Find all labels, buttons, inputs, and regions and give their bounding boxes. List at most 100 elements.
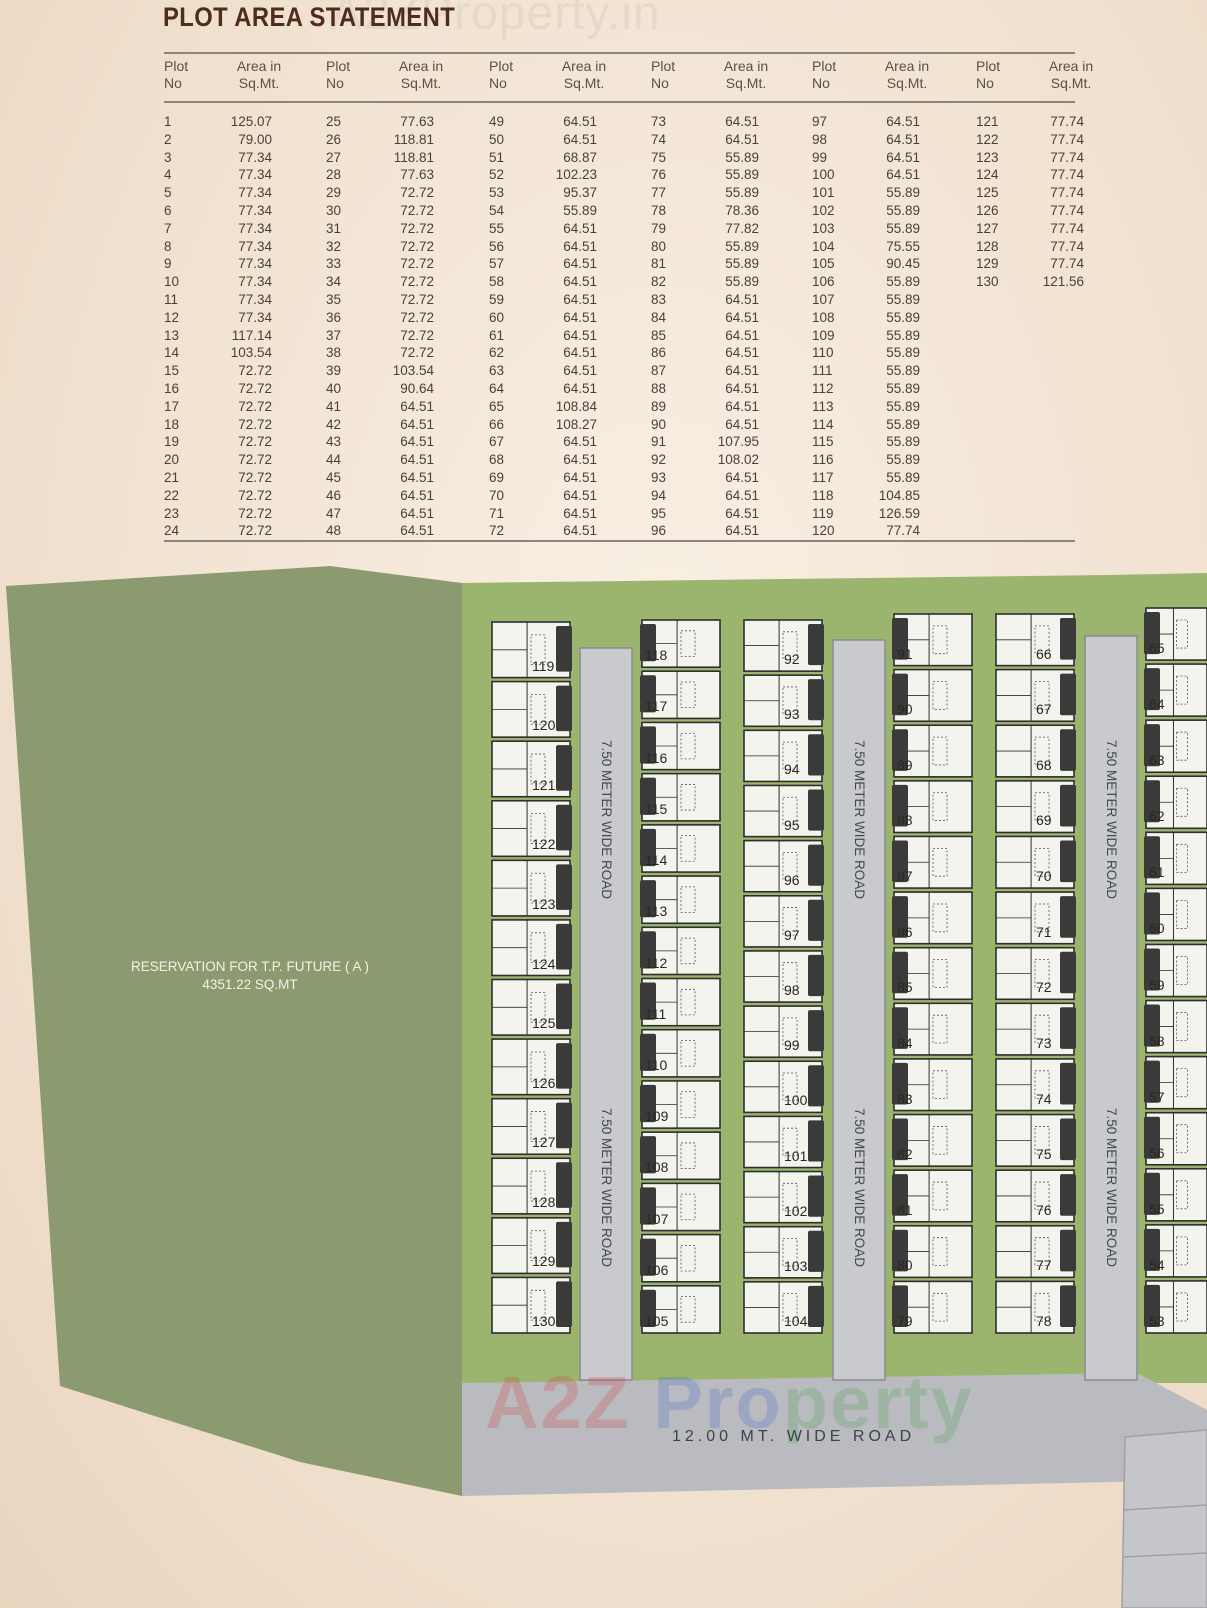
plot-number: 25: [326, 114, 342, 129]
plot-area: 77.74: [886, 523, 920, 539]
plot-label: 96: [784, 871, 800, 888]
plot-number: 93: [651, 469, 667, 485]
plot-number: 62: [489, 345, 505, 361]
plot-number: 76: [651, 167, 667, 183]
parking-car-icon: [808, 1120, 824, 1162]
plot-number: 77: [651, 185, 667, 201]
plot-unit: [1144, 831, 1207, 886]
parking-car-icon: [1060, 896, 1076, 938]
plot-area: 64.51: [400, 523, 434, 539]
plot-label: 59: [1149, 976, 1165, 993]
plot-number: 3: [164, 149, 172, 165]
plot-label: 113: [645, 903, 668, 920]
staircase-icon: [782, 852, 798, 881]
staircase-icon: [932, 1292, 948, 1322]
plot-area: 64.51: [725, 309, 759, 325]
table-bottom-rule: [164, 540, 1075, 542]
plot-number: 105: [812, 256, 835, 272]
area-header-line: Area in: [398, 58, 444, 74]
plot-area: 72.72: [238, 416, 272, 432]
plot-label: 65: [1149, 640, 1165, 657]
plot-area: 64.51: [400, 434, 434, 450]
plot-number: 96: [651, 523, 667, 539]
plot-number: 78: [651, 202, 667, 218]
plot-label: 101: [784, 1147, 808, 1164]
plot-area: 103.54: [230, 345, 272, 361]
plot-area: 55.89: [886, 202, 920, 218]
staircase-icon: [932, 1126, 948, 1155]
plot-label: 73: [1036, 1034, 1052, 1051]
page-title: PLOT AREA STATEMENT: [163, 2, 456, 32]
plot-unit: [640, 721, 721, 771]
plot-number: 53: [489, 185, 505, 201]
plot-number: 127: [976, 220, 999, 236]
plot-area: 55.89: [886, 220, 920, 236]
plot-area: 64.51: [725, 380, 759, 396]
plot-number: 117: [812, 469, 834, 485]
plot-number: 75: [651, 149, 667, 165]
staircase-icon: [1034, 1014, 1050, 1044]
staircase-icon: [1034, 1292, 1050, 1322]
staircase-icon: [530, 1289, 546, 1321]
staircase-icon: [1034, 847, 1050, 877]
plot-unit: [995, 835, 1076, 889]
plot-area: 72.72: [400, 202, 434, 218]
parking-car-icon: [556, 685, 572, 732]
plot-area: 55.89: [886, 434, 920, 450]
plot-number: 115: [812, 434, 834, 450]
inner-road-1-label-bottom: 7.50 METER WIDE ROAD: [599, 1108, 614, 1268]
plot-unit: [640, 1131, 721, 1181]
plot-label: 74: [1036, 1090, 1052, 1107]
plot-label: 57: [1149, 1088, 1165, 1105]
plot-label: 77: [1036, 1257, 1052, 1274]
plot-number: 73: [651, 114, 667, 129]
staircase-icon: [782, 1293, 798, 1322]
plot-area: 64.51: [886, 149, 920, 165]
plot-number: 27: [326, 149, 342, 165]
parking-car-icon: [1144, 780, 1160, 823]
inner-road-2-label-bottom: 7.50 METER WIDE ROAD: [852, 1108, 867, 1268]
plot-area: 64.51: [563, 363, 597, 379]
plot-area: 72.72: [400, 291, 434, 307]
parking-car-icon: [808, 1010, 824, 1052]
plot-unit: [1144, 719, 1207, 774]
plot-unit: [743, 619, 824, 672]
plot-area: 72.72: [238, 505, 272, 521]
plot-area: 79.00: [238, 131, 272, 147]
watermark-text: A2ZProperty.in: [330, 0, 661, 40]
staircase-icon: [1176, 619, 1188, 649]
plot-number: 94: [651, 487, 667, 503]
plot-number: 51: [489, 149, 505, 165]
plot-number: 97: [812, 114, 828, 129]
plot-label: 129: [532, 1253, 556, 1270]
staircase-icon: [932, 681, 948, 710]
plot-area: 55.89: [886, 416, 920, 432]
plot-label: 60: [1149, 920, 1165, 937]
plot-unit: [743, 729, 824, 783]
plot-label: 111: [645, 1005, 667, 1022]
plot-unit: [892, 1113, 973, 1167]
parking-car-icon: [1144, 1004, 1160, 1047]
plot-number: 112: [812, 380, 834, 396]
plot-number: 100: [812, 167, 835, 183]
parking-car-icon: [892, 951, 908, 994]
plot-label: 84: [897, 1034, 913, 1051]
plot-number: 48: [326, 523, 342, 539]
plot-label: 99: [784, 1037, 800, 1054]
